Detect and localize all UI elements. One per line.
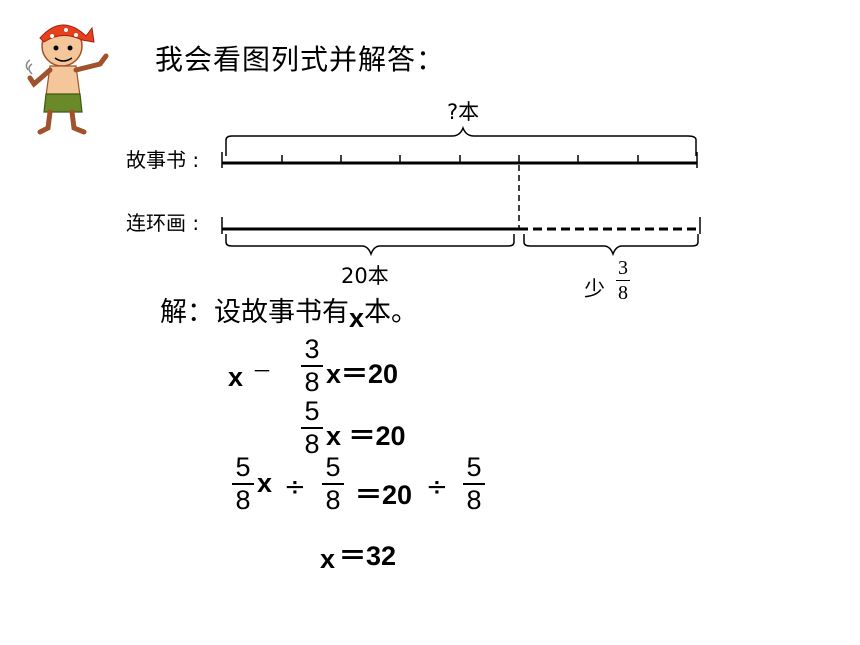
line3-div2: ÷ [426, 472, 448, 502]
line3-fraction-3: 5 8 [463, 454, 485, 514]
line1-minus: － [252, 359, 272, 383]
page-title: 我会看图列式并解答： [155, 43, 446, 76]
line2-fraction: 5 8 [301, 398, 323, 458]
line4-rest: ＝32 [339, 541, 397, 571]
line3-x: x [257, 468, 273, 498]
part-brace [225, 234, 515, 257]
solution-intro-var: x [349, 303, 365, 333]
line3-den3: 8 [466, 485, 482, 515]
line2-den: 8 [304, 429, 320, 459]
less-denominator: 8 [618, 282, 628, 304]
line2-rest: x ＝20 [326, 421, 406, 451]
line3-den1: 8 [235, 485, 251, 515]
line3-num3: 5 [466, 452, 482, 482]
line3-fraction-1: 5 8 [232, 454, 254, 514]
solution-intro-text: 解：设故事书有 [160, 297, 349, 328]
storybook-label: 故事书 : [126, 148, 200, 172]
part-label: 20本 [341, 264, 389, 288]
comic-label: 连环画 : [126, 211, 200, 235]
less-brace [523, 234, 699, 257]
less-fraction: 3 8 [616, 258, 630, 303]
storybook-ticks [221, 152, 698, 168]
line1-num: 3 [304, 334, 320, 364]
line3-eq: ＝20 [355, 480, 413, 510]
solution-intro-end: 本。 [364, 297, 419, 328]
line1-fraction: 3 8 [301, 336, 323, 396]
pirate-boy-illustration [25, 24, 109, 135]
less-label: 少 [584, 277, 605, 301]
line3-den2: 8 [325, 485, 341, 515]
line2-num: 5 [304, 396, 320, 426]
less-numerator: 3 [618, 257, 628, 279]
segment-diagram [221, 125, 701, 257]
line1-rest: x＝20 [326, 359, 399, 389]
line4-x: x [320, 544, 336, 574]
line3-num2: 5 [325, 452, 341, 482]
line1-x: x [228, 362, 244, 392]
solution-intro: 解：设故事书有x本。 [160, 290, 419, 333]
total-label: ?本 [447, 100, 480, 124]
total-brace [225, 125, 697, 156]
line3-num1: 5 [235, 452, 251, 482]
line3-div1: ÷ [284, 472, 306, 502]
line3-fraction-2: 5 8 [322, 454, 344, 514]
line1-den: 8 [304, 367, 320, 397]
